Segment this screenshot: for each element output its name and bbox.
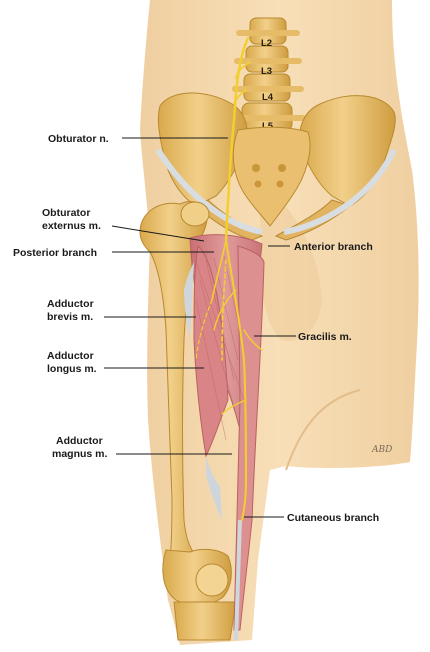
label-adductor-brevis-line1: Adductor (47, 298, 94, 310)
label-adductor-longus-line1: Adductor (47, 350, 94, 362)
vertebra-label-l2: L2 (261, 38, 272, 49)
label-obturator-nerve: Obturator n. (48, 133, 109, 145)
label-adductor-brevis-line2: brevis m. (47, 311, 93, 323)
femur (139, 201, 237, 641)
label-cutaneous-branch: Cutaneous branch (287, 512, 379, 524)
pelvis (155, 92, 397, 241)
obturator-nerve (195, 36, 263, 521)
artist-signature: ABD (371, 445, 392, 455)
label-adductor-magnus-line2: magnus m. (52, 448, 108, 460)
leader-lines (104, 137, 296, 518)
label-obturator-externus-line1: Obturator (42, 207, 90, 219)
vertebra-label-l5: L5 (262, 121, 274, 132)
lumbar-spine (230, 17, 306, 132)
label-anterior-branch: Anterior branch (294, 241, 373, 253)
label-adductor-magnus-line1: Adductor (56, 435, 103, 447)
label-adductor-longus-line2: longus m. (47, 363, 97, 375)
vertebra-label-l3: L3 (261, 66, 272, 77)
label-posterior-branch: Posterior branch (13, 247, 97, 259)
vertebra-label-l4: L4 (262, 92, 274, 103)
label-obturator-externus-line2: externus m. (42, 220, 101, 232)
label-gracilis: Gracilis m. (298, 331, 352, 343)
